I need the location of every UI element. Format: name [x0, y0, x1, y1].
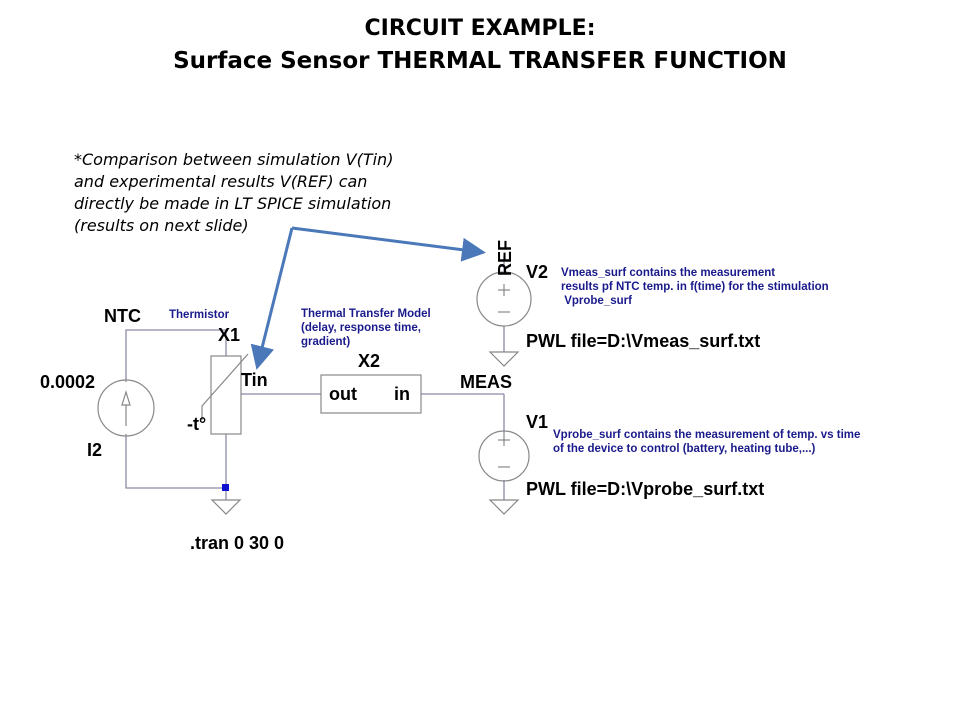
slide-title-line1: CIRCUIT EXAMPLE:	[364, 16, 596, 41]
comment-line: Vprobe_surf	[561, 295, 632, 307]
comment-line: Vprobe_surf contains the measurement of …	[553, 429, 861, 441]
note-line: directly be made in LT SPICE simulation	[74, 194, 392, 213]
wire-ntc	[125, 329, 227, 382]
spice-directive: .tran 0 30 0	[190, 533, 285, 553]
x2-pin-out: out	[329, 384, 357, 404]
note-line: and experimental results V(REF) can	[74, 172, 368, 191]
comment-line: (delay, response time,	[301, 322, 421, 334]
i2-value: 0.0002	[40, 372, 96, 392]
v1-name: V1	[526, 412, 549, 432]
v2-value: PWL file=D:\Vmeas_surf.txt	[526, 331, 761, 351]
net-label-meas: MEAS	[460, 372, 513, 392]
slide-title-line2: Surface Sensor THERMAL TRANSFER FUNCTION	[173, 48, 787, 74]
junction-dot	[222, 484, 229, 491]
i2-name: I2	[87, 440, 103, 460]
voltage-source-v1	[478, 430, 530, 482]
x2-name: X2	[358, 351, 381, 371]
temp-coefficient-label: -t°	[187, 414, 207, 434]
thermistor-comment: Thermistor	[169, 309, 230, 321]
current-source-i2	[97, 379, 155, 437]
ground-icon	[488, 499, 520, 515]
comment-line: results pf NTC temp. in f(time) for the …	[561, 281, 829, 293]
net-label-ref: REF	[495, 240, 515, 276]
note-line: (results on next slide)	[74, 216, 249, 235]
v1-value: PWL file=D:\Vprobe_surf.txt	[526, 479, 765, 499]
thermal-model-box	[320, 374, 422, 414]
thermistor-x1	[201, 353, 249, 435]
tin-label: Tin	[241, 370, 268, 390]
comment-line: gradient)	[301, 336, 351, 348]
voltage-source-v2	[476, 271, 532, 327]
v2-name: V2	[526, 262, 549, 282]
v2-comment: Vmeas_surf contains the measurement resu…	[561, 266, 829, 308]
comparison-note: *Comparison between simulation V(Tin) an…	[74, 149, 393, 237]
ground-icon	[210, 499, 242, 515]
thermal-model-comment: Thermal Transfer Model (delay, response …	[301, 307, 431, 349]
x2-pin-in: in	[394, 384, 410, 404]
comment-line: Vmeas_surf contains the measurement	[561, 267, 776, 279]
comment-line: Thermal Transfer Model	[301, 308, 431, 320]
note-line: *Comparison between simulation V(Tin)	[74, 150, 394, 169]
comment-line: of the device to control (battery, heati…	[553, 443, 816, 455]
ground-icon	[488, 351, 520, 367]
wires	[125, 256, 505, 500]
v1-comment: Vprobe_surf contains the measurement of …	[553, 428, 860, 456]
arrow-to-ref	[291, 226, 486, 262]
wire-ground-loop	[125, 434, 226, 489]
net-label-ntc: NTC	[104, 306, 141, 326]
callout-arrows	[250, 226, 486, 370]
arrow-to-tin	[250, 227, 294, 370]
x1-name: X1	[218, 325, 241, 345]
